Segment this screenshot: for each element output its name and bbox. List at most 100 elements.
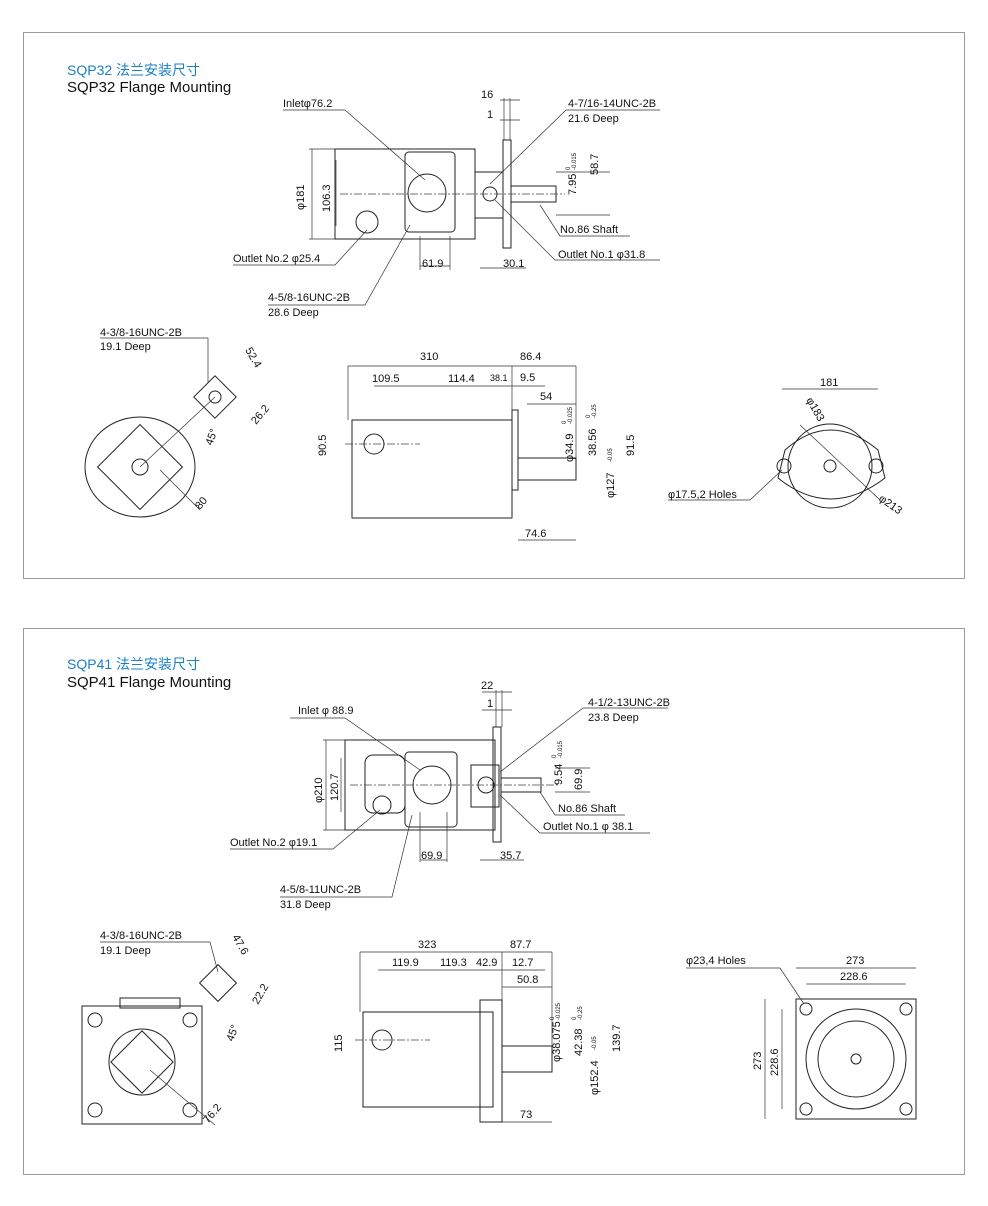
- tolerance: -0.05: [608, 448, 614, 462]
- outlet-label: Outlet No.2 φ19.1: [230, 837, 317, 849]
- dim-label: 139.7: [611, 1024, 623, 1052]
- dim-label: 310: [420, 351, 438, 363]
- tolerance: 0: [586, 414, 592, 418]
- dim-label: 273: [846, 955, 864, 967]
- dim-label: φ38.075: [551, 1021, 563, 1062]
- dim-label: 35.7: [500, 850, 521, 862]
- sqp32-top-view: 310 86.4 109.5 114.4 38.1 9.5 54 90.5 φ3…: [317, 351, 637, 541]
- section-title-en: SQP41 Flange Mounting: [67, 674, 232, 691]
- sqp41-side-view: Inlet φ 88.9 22 1 4-1/2-13UNC-2B 23.8 De…: [230, 680, 670, 911]
- dim-label: 42.9: [476, 957, 497, 969]
- tolerance: -0.015: [558, 740, 564, 758]
- dim-label: 76.2: [201, 1102, 224, 1126]
- dim-label: 9.5: [520, 372, 535, 384]
- dim-label: 7.95: [567, 174, 579, 195]
- shaft-label: No.86 Shaft: [560, 224, 618, 236]
- dim-label: 50.8: [517, 974, 538, 986]
- dim-label: 74.6: [525, 528, 546, 540]
- dim-label: 273: [752, 1052, 764, 1070]
- depth-label: 19.1 Deep: [100, 341, 151, 353]
- dim-label: φ127: [605, 473, 617, 499]
- dim-label: 1: [487, 698, 493, 710]
- sqp32-panel: SQP32 法兰安装尺寸 SQP32 Flange Mounting: [23, 32, 965, 579]
- inlet-label: Inlet φ 88.9: [298, 705, 353, 717]
- sqp32-side-view: Inletφ76.2 16 1 4-7/16-14UNC-2B 21.6 Dee…: [233, 89, 660, 319]
- sqp41-panel: SQP41 法兰安装尺寸 SQP41 Flange Mounting: [23, 628, 965, 1175]
- tolerance: 0: [552, 754, 558, 758]
- shaft-label: No.86 Shaft: [558, 803, 616, 815]
- dim-label: 16: [481, 89, 493, 101]
- tolerance: 0: [572, 1016, 578, 1020]
- tolerance: -0.05: [592, 1036, 598, 1050]
- sqp41-top-view: 323 87.7 119.9 119.3 42.9 12.7 50.8 115 …: [333, 939, 623, 1123]
- dim-label: 58.7: [589, 154, 601, 175]
- dim-label: 91.5: [625, 435, 637, 456]
- dim-label: 22: [481, 680, 493, 692]
- dim-label: 42.38: [573, 1028, 585, 1056]
- tolerance: -0.015: [572, 152, 578, 170]
- depth-label: 31.8 Deep: [280, 899, 331, 911]
- thread-label: 4-3/8-16UNC-2B: [100, 327, 182, 339]
- tolerance: 0: [550, 1016, 556, 1020]
- section-title-cn: SQP41 法兰安装尺寸: [67, 656, 201, 672]
- dim-label: 38.56: [587, 428, 599, 456]
- depth-label: 21.6 Deep: [568, 113, 619, 125]
- tolerance: -0.25: [592, 404, 598, 418]
- outlet-label: Outlet No.1 φ 38.1: [543, 821, 633, 833]
- dim-label: 90.5: [317, 435, 329, 456]
- outlet-label: Outlet No.1 φ31.8: [558, 249, 645, 261]
- dim-label: 106.3: [321, 184, 333, 212]
- dim-label: 69.9: [573, 769, 585, 790]
- depth-label: 19.1 Deep: [100, 945, 151, 957]
- dim-label: 73: [520, 1109, 532, 1121]
- dim-label: 119.9: [392, 957, 419, 969]
- dim-label: 323: [418, 939, 436, 951]
- tolerance: -0.025: [556, 1002, 562, 1020]
- dim-label: 22.2: [250, 982, 271, 1007]
- thread-label: 4-3/8-16UNC-2B: [100, 930, 182, 942]
- dim-label: 54: [540, 391, 552, 403]
- dim-label: 30.1: [503, 258, 524, 270]
- sqp41-end-view: φ23,4 Holes 273 228.6 273 228.6: [686, 955, 917, 1120]
- dim-label: φ181: [295, 185, 307, 211]
- tolerance: -0.025: [568, 406, 574, 424]
- dim-label: 115: [333, 1034, 345, 1052]
- thread-label: 4-5/8-16UNC-2B: [268, 292, 350, 304]
- depth-label: 23.8 Deep: [588, 712, 639, 724]
- dim-label: 87.7: [510, 939, 531, 951]
- dim-label: 1: [487, 109, 493, 121]
- section-title-cn: SQP32 法兰安装尺寸: [67, 62, 201, 78]
- dim-label: 120.7: [329, 773, 341, 801]
- holes-label: φ17.5,2 Holes: [668, 489, 737, 501]
- dim-label: 119.3: [440, 957, 467, 969]
- thread-label: 4-5/8-11UNC-2B: [280, 884, 361, 896]
- dim-label: φ210: [313, 778, 325, 804]
- dim-label: 12.7: [512, 957, 533, 969]
- tolerance: -0.25: [578, 1006, 584, 1020]
- dim-label: 228.6: [840, 971, 868, 983]
- depth-label: 28.6 Deep: [268, 307, 319, 319]
- dim-label: 47.6: [229, 933, 250, 958]
- dim-label: 181: [820, 377, 838, 389]
- dim-label: 109.5: [372, 373, 400, 385]
- inlet-label: Inletφ76.2: [283, 98, 332, 110]
- dim-label: φ152.4: [589, 1060, 601, 1095]
- dim-label: φ34.9: [564, 433, 576, 462]
- angle-label: 45°: [204, 427, 221, 447]
- dim-label: 69.9: [421, 850, 442, 862]
- section-title-en: SQP32 Flange Mounting: [67, 79, 232, 96]
- holes-label: φ23,4 Holes: [686, 955, 746, 967]
- tolerance: 0: [562, 420, 568, 424]
- dim-label: 9.54: [553, 764, 565, 785]
- dim-label: 61.9: [422, 258, 443, 270]
- tolerance: 0: [566, 166, 572, 170]
- thread-label: 4-7/16-14UNC-2B: [568, 98, 656, 110]
- dim-label: 86.4: [520, 351, 541, 363]
- thread-label: 4-1/2-13UNC-2B: [588, 697, 670, 709]
- dim-label: 228.6: [769, 1048, 781, 1076]
- angle-label: 45°: [225, 1023, 242, 1043]
- dim-label: 114.4: [448, 373, 475, 385]
- sqp41-front-view: 4-3/8-16UNC-2B 19.1 Deep 47.6 22.2 45° 7…: [81, 930, 271, 1126]
